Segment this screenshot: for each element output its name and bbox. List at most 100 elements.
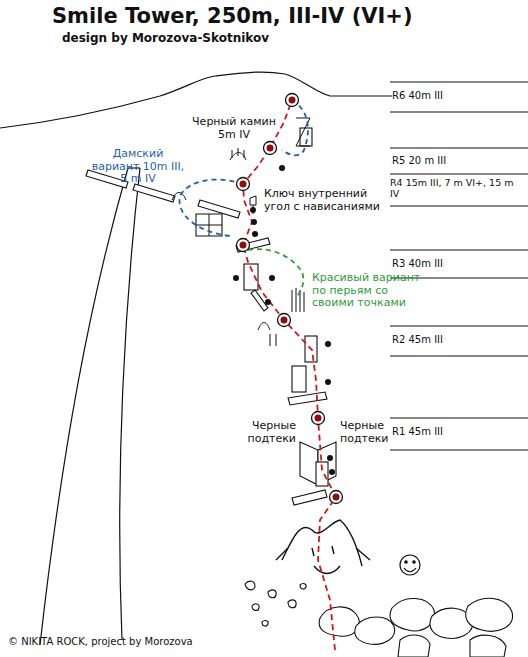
topo-stroke bbox=[286, 94, 299, 107]
mountain-outline bbox=[0, 72, 392, 645]
pitch-label: R1 45m III bbox=[392, 426, 524, 438]
topo-stroke bbox=[237, 239, 250, 252]
topo-stroke bbox=[390, 250, 528, 251]
crux-label: Ключ внутренний угол с нависаниями bbox=[264, 188, 380, 213]
topo-stroke bbox=[390, 82, 528, 83]
topo-stroke bbox=[196, 214, 222, 236]
topo-stroke bbox=[258, 323, 270, 331]
topo-stroke bbox=[282, 520, 362, 566]
topo-stroke bbox=[314, 566, 340, 574]
topo-stroke bbox=[390, 326, 528, 327]
variant-label: Дамский вариант 10m III, 5 m IV bbox=[88, 148, 188, 186]
topo-stroke bbox=[196, 214, 222, 236]
topo-stroke bbox=[120, 168, 140, 640]
crack-symbols bbox=[172, 118, 310, 346]
pitch-label: R2 45m III bbox=[392, 334, 524, 346]
topo-stroke bbox=[292, 490, 327, 505]
topo-stroke bbox=[404, 568, 416, 572]
topo-stroke bbox=[355, 617, 395, 644]
topo-stroke bbox=[327, 455, 333, 461]
topo-stroke bbox=[268, 590, 276, 598]
topo-stroke bbox=[278, 314, 291, 327]
topo-stroke bbox=[237, 178, 250, 191]
pitch-lines bbox=[390, 82, 528, 450]
topo-stroke bbox=[267, 145, 274, 152]
topo-stroke bbox=[251, 219, 257, 225]
topo-stroke bbox=[333, 494, 340, 501]
topo-stroke bbox=[179, 180, 243, 236]
main-route bbox=[243, 100, 336, 650]
pitch-label: R4 15m III, 7 m VI+, 15 m IV bbox=[390, 178, 524, 200]
smiley bbox=[400, 555, 420, 575]
pitch-label: R3 40m III bbox=[392, 258, 524, 270]
topo-stroke bbox=[264, 142, 277, 155]
topo-stroke bbox=[292, 366, 306, 392]
topo-stroke bbox=[237, 178, 250, 191]
topo-stroke bbox=[390, 112, 528, 113]
topo-stroke bbox=[264, 142, 277, 155]
variant-label: Красивый вариант по перьям со своими точ… bbox=[312, 272, 432, 310]
topo-stroke bbox=[300, 584, 306, 590]
topo-stroke bbox=[240, 181, 247, 188]
topo-stroke bbox=[390, 206, 528, 207]
topo-stroke bbox=[289, 97, 296, 104]
topo-stroke bbox=[390, 356, 528, 357]
topo-stroke bbox=[390, 174, 528, 175]
topo-stroke bbox=[252, 604, 259, 611]
topo-stroke bbox=[270, 334, 276, 346]
topo-stroke bbox=[232, 148, 244, 158]
topo-stroke bbox=[330, 491, 343, 504]
topo-stroke bbox=[250, 207, 256, 213]
copyright-note: © NIKITA ROCK, project by Morozova bbox=[8, 636, 308, 648]
topo-stroke bbox=[265, 299, 271, 305]
topo-stroke bbox=[233, 275, 239, 281]
pitch-label: R5 20 m III bbox=[392, 155, 524, 167]
feature-label: Черные подтеки bbox=[232, 420, 296, 445]
topo-stroke bbox=[312, 412, 325, 425]
topo-stroke bbox=[279, 165, 285, 171]
topo-stroke bbox=[286, 94, 299, 107]
topo-stroke bbox=[237, 239, 250, 252]
topo-stroke bbox=[288, 392, 327, 405]
topo-stroke bbox=[413, 561, 415, 563]
topo-title: Smile Tower, 250m, III-IV (VI+) bbox=[52, 4, 522, 28]
topo-stroke bbox=[281, 317, 288, 324]
topo-stroke bbox=[278, 314, 291, 327]
topo-stroke bbox=[262, 621, 268, 627]
topo-stroke bbox=[248, 249, 303, 298]
topo-stroke bbox=[288, 600, 296, 608]
topo-stroke bbox=[470, 635, 506, 657]
topo-stroke bbox=[390, 148, 528, 149]
topo-stroke bbox=[325, 379, 331, 385]
topo-stroke bbox=[276, 548, 370, 560]
designer-credit: design by Morozova-Skotnikov bbox=[62, 32, 322, 46]
topo-stroke bbox=[250, 196, 256, 214]
topo-stroke bbox=[325, 341, 331, 347]
topo-stroke bbox=[292, 288, 304, 312]
topo-stroke bbox=[40, 168, 128, 645]
topo-stroke bbox=[240, 242, 247, 249]
topo-stroke bbox=[329, 469, 335, 475]
topo-stroke bbox=[312, 412, 325, 425]
topo-stroke bbox=[300, 442, 318, 485]
topo-stroke bbox=[390, 450, 528, 451]
topo-stroke bbox=[400, 555, 420, 575]
rock-features bbox=[86, 128, 336, 505]
boulders bbox=[245, 581, 513, 657]
topo-stroke bbox=[390, 418, 528, 419]
topo-stroke bbox=[172, 193, 186, 201]
pitch-label: R6 40m III bbox=[392, 90, 524, 102]
topo-stroke bbox=[133, 184, 175, 202]
topo-stroke bbox=[312, 546, 334, 556]
topo-stroke bbox=[330, 491, 343, 504]
topo-stroke bbox=[405, 561, 407, 563]
topo-stroke bbox=[252, 231, 258, 237]
rock-face bbox=[276, 520, 370, 574]
topo-stroke bbox=[390, 598, 435, 630]
topo-stroke bbox=[282, 100, 308, 155]
topo-stroke bbox=[319, 607, 359, 636]
topo-stroke bbox=[398, 635, 430, 657]
topo-stroke bbox=[466, 598, 513, 631]
